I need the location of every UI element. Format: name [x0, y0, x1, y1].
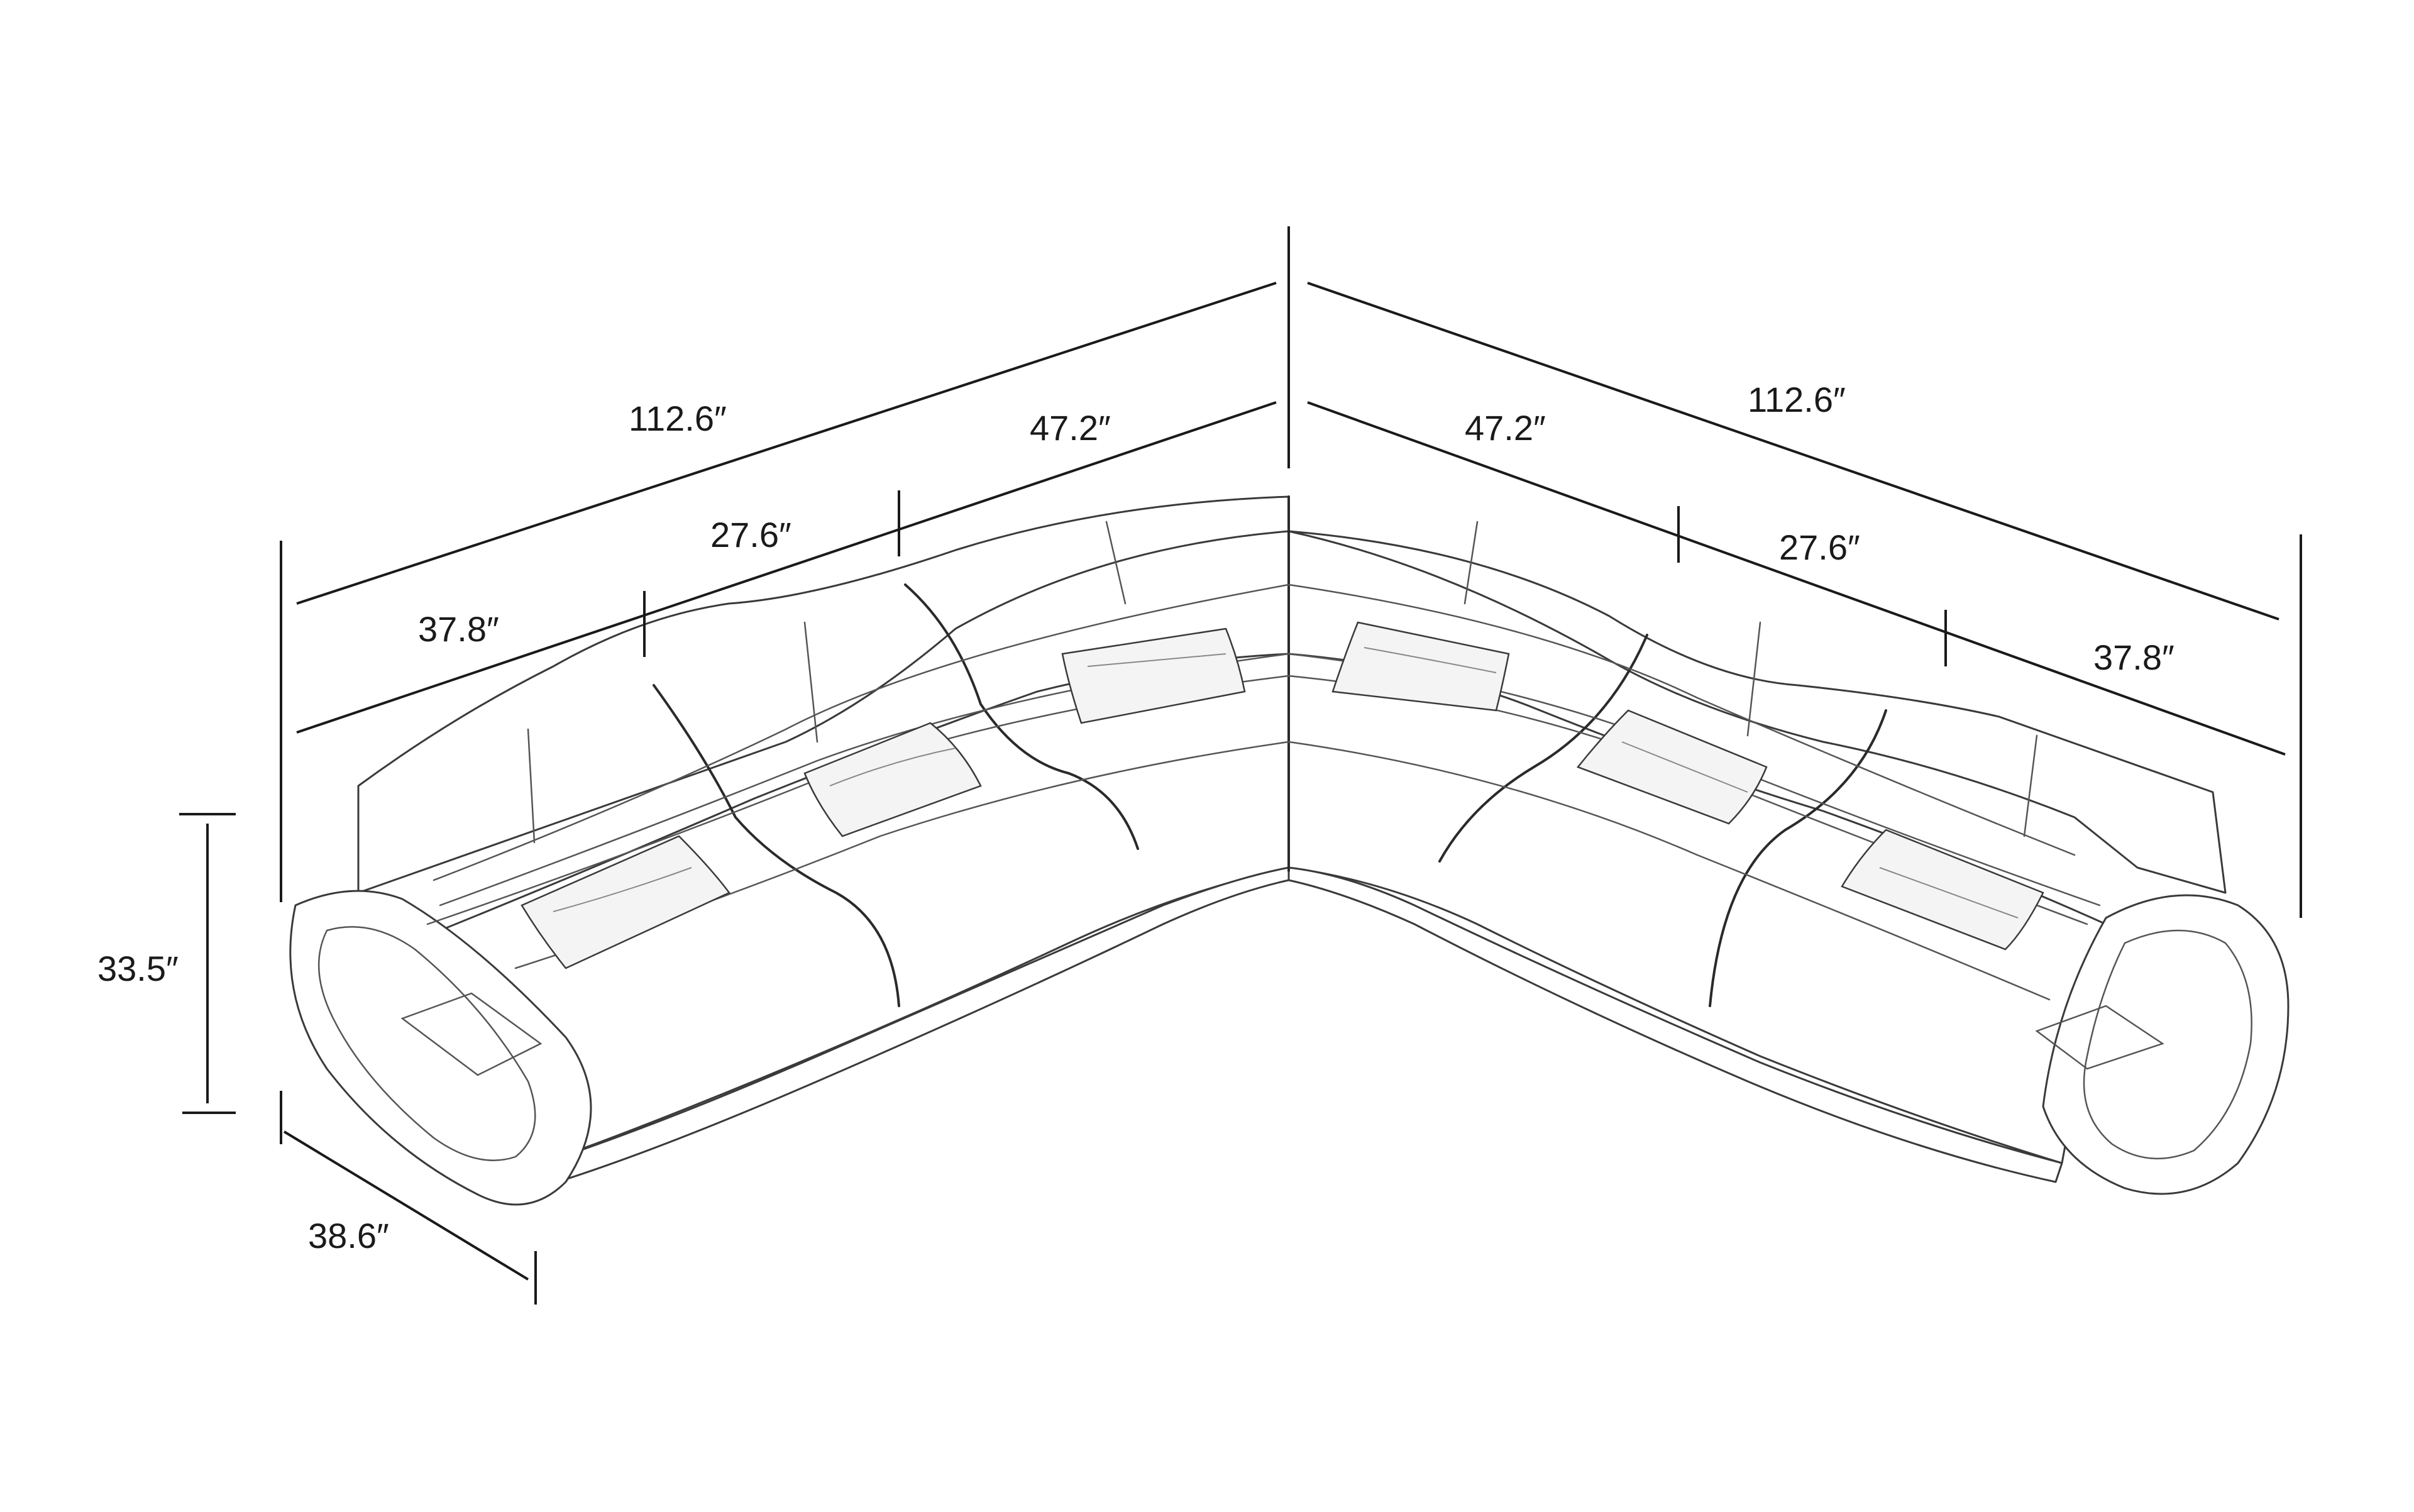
depth-line — [283, 1130, 529, 1281]
end-left-label: 37.8″ — [418, 609, 499, 649]
left-armrest-inner-loop — [317, 926, 536, 1161]
segment-right-line — [1307, 401, 2286, 756]
back-line-left — [433, 583, 1290, 881]
divider-right-2 — [1709, 709, 1887, 1007]
divider-left-1 — [653, 684, 900, 1007]
right-armrest — [2042, 894, 2290, 1195]
segment-left-line — [296, 401, 1277, 734]
left-backrest — [357, 495, 1290, 894]
overall-right-label: 112.6″ — [1748, 380, 1846, 419]
height-label: 33.5″ — [97, 949, 179, 988]
overall-right-line — [1307, 282, 2279, 621]
depth-label: 38.6″ — [308, 1216, 389, 1255]
back-seam-2 — [803, 621, 818, 743]
back-line-right — [1287, 583, 2076, 856]
seat-front-line-right — [1287, 741, 2051, 1001]
overall-left-label: 112.6″ — [629, 399, 727, 438]
pillow-3 — [1061, 627, 1246, 724]
right-backrest — [1287, 495, 2227, 894]
back-seam-5 — [1746, 621, 1761, 737]
right-armrest-tray — [2035, 1005, 2164, 1070]
back-seam-4 — [1463, 521, 1479, 605]
dimension-lines — [179, 226, 2302, 1305]
divider-left-2 — [904, 583, 1139, 850]
middle-right-label: 27.6″ — [1779, 527, 1860, 567]
corner-left-label: 47.2″ — [1030, 408, 1111, 448]
pillow-4 — [1331, 621, 1510, 712]
divider-right-1 — [1438, 634, 1648, 863]
pillow-2 — [803, 722, 982, 837]
left-armrest-tray — [400, 992, 543, 1076]
dimension-labels: 112.6″ 112.6″ 47.2″ 47.2″ 27.6″ 27.6″ 37… — [97, 380, 2174, 1255]
corner-right-label: 47.2″ — [1465, 408, 1546, 448]
back-seam-3 — [1105, 521, 1127, 605]
pillow-6 — [1841, 829, 2044, 951]
middle-left-label: 27.6″ — [710, 515, 791, 555]
end-right-label: 37.8″ — [2093, 637, 2174, 677]
right-armrest-inner-loop — [2083, 929, 2252, 1160]
back-seam-6 — [2023, 734, 2038, 837]
pillow-1 — [521, 835, 730, 969]
sectional-sofa-illustration — [289, 495, 2290, 1206]
right-front-base — [1287, 866, 2063, 1183]
overall-left-line — [296, 282, 1277, 605]
pillow-5 — [1576, 709, 1768, 825]
back-seam-1 — [527, 728, 536, 844]
